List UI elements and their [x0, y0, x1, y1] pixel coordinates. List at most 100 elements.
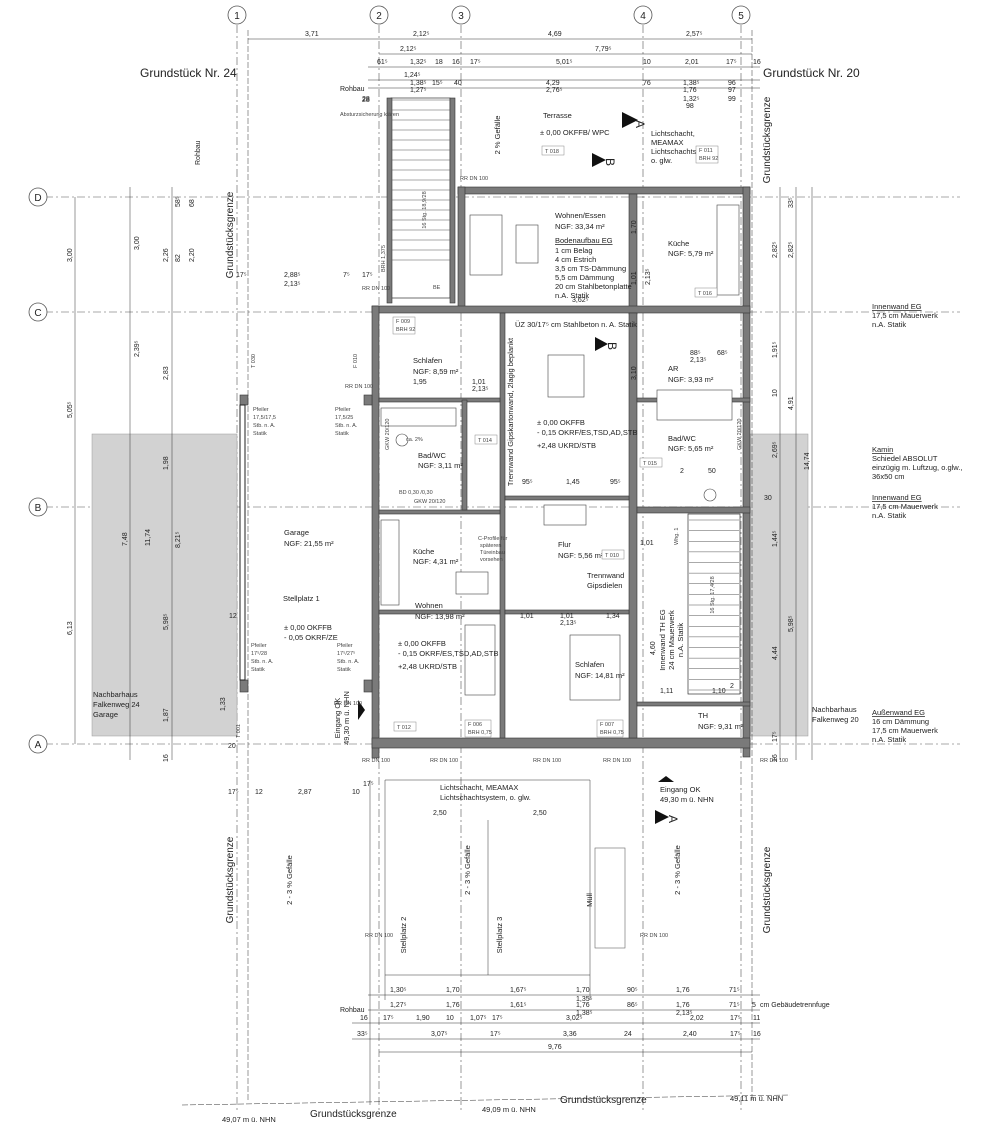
level-label: ± 0,00 OKFFB	[284, 623, 332, 632]
room-name: Bad/WC	[418, 451, 447, 460]
svg-text:1,01: 1,01	[560, 613, 574, 620]
exterior-stair-treads	[392, 99, 450, 261]
room-area: NGF: 5,65 m²	[668, 444, 714, 453]
svg-text:Türeinbau: Türeinbau	[480, 550, 505, 556]
svg-text:Pfeiler: Pfeiler	[253, 407, 269, 413]
svg-text:5: 5	[752, 1002, 756, 1009]
terrace-name: Terrasse	[543, 111, 572, 120]
trennwand-line: Gipsdielen	[587, 581, 622, 590]
svg-text:16: 16	[452, 59, 460, 66]
svg-text:20: 20	[228, 743, 236, 750]
level-label: +2,48 UKRD/STB	[537, 441, 596, 450]
svg-text:14,74: 14,74	[804, 452, 811, 470]
svg-text:Pfeiler: Pfeiler	[337, 643, 353, 649]
room-area: NGF: 8,59 m²	[413, 367, 459, 376]
floor-build-line: 5,5 cm Dämmung	[555, 273, 614, 282]
svg-text:1,90: 1,90	[416, 1015, 430, 1022]
room-area: NGF: 21,55 m²	[284, 539, 334, 548]
level-label: - 0,15 OKRF/ES,TSD,AD,STB	[398, 649, 498, 658]
svg-text:2,82⁵: 2,82⁵	[788, 241, 795, 258]
room-name: Bad/WC	[668, 434, 697, 443]
slope-label: 2 - 3 % Gefälle	[673, 845, 682, 895]
svg-text:1,67⁵: 1,67⁵	[510, 987, 527, 994]
svg-text:5,01⁵: 5,01⁵	[556, 59, 573, 66]
svg-text:1,70: 1,70	[446, 987, 460, 994]
svg-text:1,01: 1,01	[631, 271, 638, 285]
svg-text:RR DN 100: RR DN 100	[533, 758, 561, 764]
svg-text:BRH 92: BRH 92	[699, 156, 718, 162]
svg-text:17⁵: 17⁵	[470, 59, 481, 66]
room-area: NGF: 5,79 m²	[668, 249, 714, 258]
svg-text:2,83: 2,83	[163, 366, 170, 380]
svg-text:68⁵: 68⁵	[717, 350, 728, 357]
absturz-note: Absturzsicherung klären	[340, 112, 399, 118]
svg-text:88⁵: 88⁵	[690, 350, 701, 357]
slope-label: 2 - 3 % Gefälle	[463, 845, 472, 895]
svg-text:4,29: 4,29	[546, 80, 560, 87]
stellplatz-label: Stellplatz 2	[399, 917, 408, 954]
svg-text:17,5 cm Mauerwerk: 17,5 cm Mauerwerk	[872, 726, 938, 735]
svg-text:4,91: 4,91	[788, 396, 795, 410]
floor-build-line: 3,5 cm TS-Dämmung	[555, 264, 626, 273]
right-wall-notes: Innenwand EG 17,5 cm Mauerwerk n.A. Stat…	[872, 302, 962, 744]
svg-text:T 001: T 001	[236, 724, 242, 738]
level-label: ± 0,00 OKFFB	[537, 418, 585, 427]
svg-text:1,27⁵: 1,27⁵	[410, 87, 427, 94]
svg-text:98: 98	[686, 103, 694, 110]
svg-text:17⁵/28: 17⁵/28	[251, 650, 267, 657]
svg-text:1,95: 1,95	[413, 379, 427, 386]
svg-text:Außenwand EG: Außenwand EG	[872, 708, 925, 717]
svg-text:Innenwand EG: Innenwand EG	[872, 493, 922, 502]
th-wall-line: 24 cm Mauerwerk	[667, 610, 676, 670]
room-area: NGF: 33,34 m²	[555, 222, 605, 231]
svg-text:1,38⁵: 1,38⁵	[683, 80, 700, 87]
svg-text:10: 10	[446, 1015, 454, 1022]
svg-text:30: 30	[764, 495, 772, 502]
svg-text:28: 28	[362, 97, 370, 104]
svg-text:58⁵: 58⁵	[175, 196, 182, 207]
dimension-chains-bottom: 1,30⁵ 1,70 1,67⁵ 1,70 90⁵ 1,76 71⁵ 1,35⁵…	[228, 781, 830, 1053]
svg-text:1,76: 1,76	[676, 987, 690, 994]
entrance-label: Eingang OK	[660, 785, 700, 794]
svg-text:RR DN 100: RR DN 100	[760, 758, 788, 764]
svg-text:vorsehen: vorsehen	[480, 557, 503, 563]
svg-text:4,60: 4,60	[650, 641, 657, 655]
svg-text:3,00: 3,00	[67, 248, 74, 262]
svg-text:2,13⁵: 2,13⁵	[472, 386, 489, 393]
svg-text:7,79⁵: 7,79⁵	[595, 46, 612, 53]
section-label: B	[605, 342, 619, 350]
svg-text:n.A. Statik: n.A. Statik	[872, 511, 906, 520]
svg-text:Schiedel ABSOLUT: Schiedel ABSOLUT	[872, 454, 938, 463]
inner-stairs	[687, 513, 741, 695]
rohbau-label: Rohbau	[340, 86, 365, 93]
svg-text:Statik: Statik	[253, 431, 267, 437]
svg-text:Stb. n. A.: Stb. n. A.	[337, 659, 360, 665]
svg-text:F 006: F 006	[468, 722, 482, 728]
axis-label: 4	[640, 11, 646, 22]
svg-text:RR DN 100: RR DN 100	[640, 933, 668, 939]
svg-text:einzügig m. Luftzug, o.glw.,: einzügig m. Luftzug, o.glw.,	[872, 463, 962, 472]
svg-text:12: 12	[255, 789, 263, 796]
misc-notes: ca. 2% BD 0,30 /0,30 GKW 20/120 GKW 20/1…	[334, 176, 788, 939]
svg-text:1,10: 1,10	[712, 688, 726, 695]
svg-text:1,27⁵: 1,27⁵	[390, 1002, 407, 1009]
svg-text:2,40: 2,40	[683, 1031, 697, 1038]
svg-text:Statik: Statik	[335, 431, 349, 437]
svg-text:16: 16	[772, 754, 779, 762]
svg-text:16: 16	[753, 59, 761, 66]
svg-text:96: 96	[728, 80, 736, 87]
svg-text:1,01: 1,01	[472, 379, 486, 386]
be-label: BE	[433, 285, 441, 291]
section-label: A	[633, 120, 647, 128]
svg-text:1,35⁵: 1,35⁵	[576, 996, 593, 1003]
th-wall-line: Innenwand TH EG	[658, 609, 667, 671]
level-label: +2,48 UKRD/STB	[398, 662, 457, 671]
th-wall-line: n.A. Statik	[676, 623, 685, 657]
svg-text:50: 50	[708, 468, 716, 475]
svg-text:3,07⁵: 3,07⁵	[431, 1031, 448, 1038]
section-markers: A B B A	[592, 112, 680, 824]
boundary-label: Grundstücksgrenze	[225, 836, 236, 923]
plot-boundary	[181, 30, 791, 1106]
svg-text:17⁵: 17⁵	[772, 731, 779, 742]
svg-text:GKW 20/120: GKW 20/120	[385, 419, 391, 451]
